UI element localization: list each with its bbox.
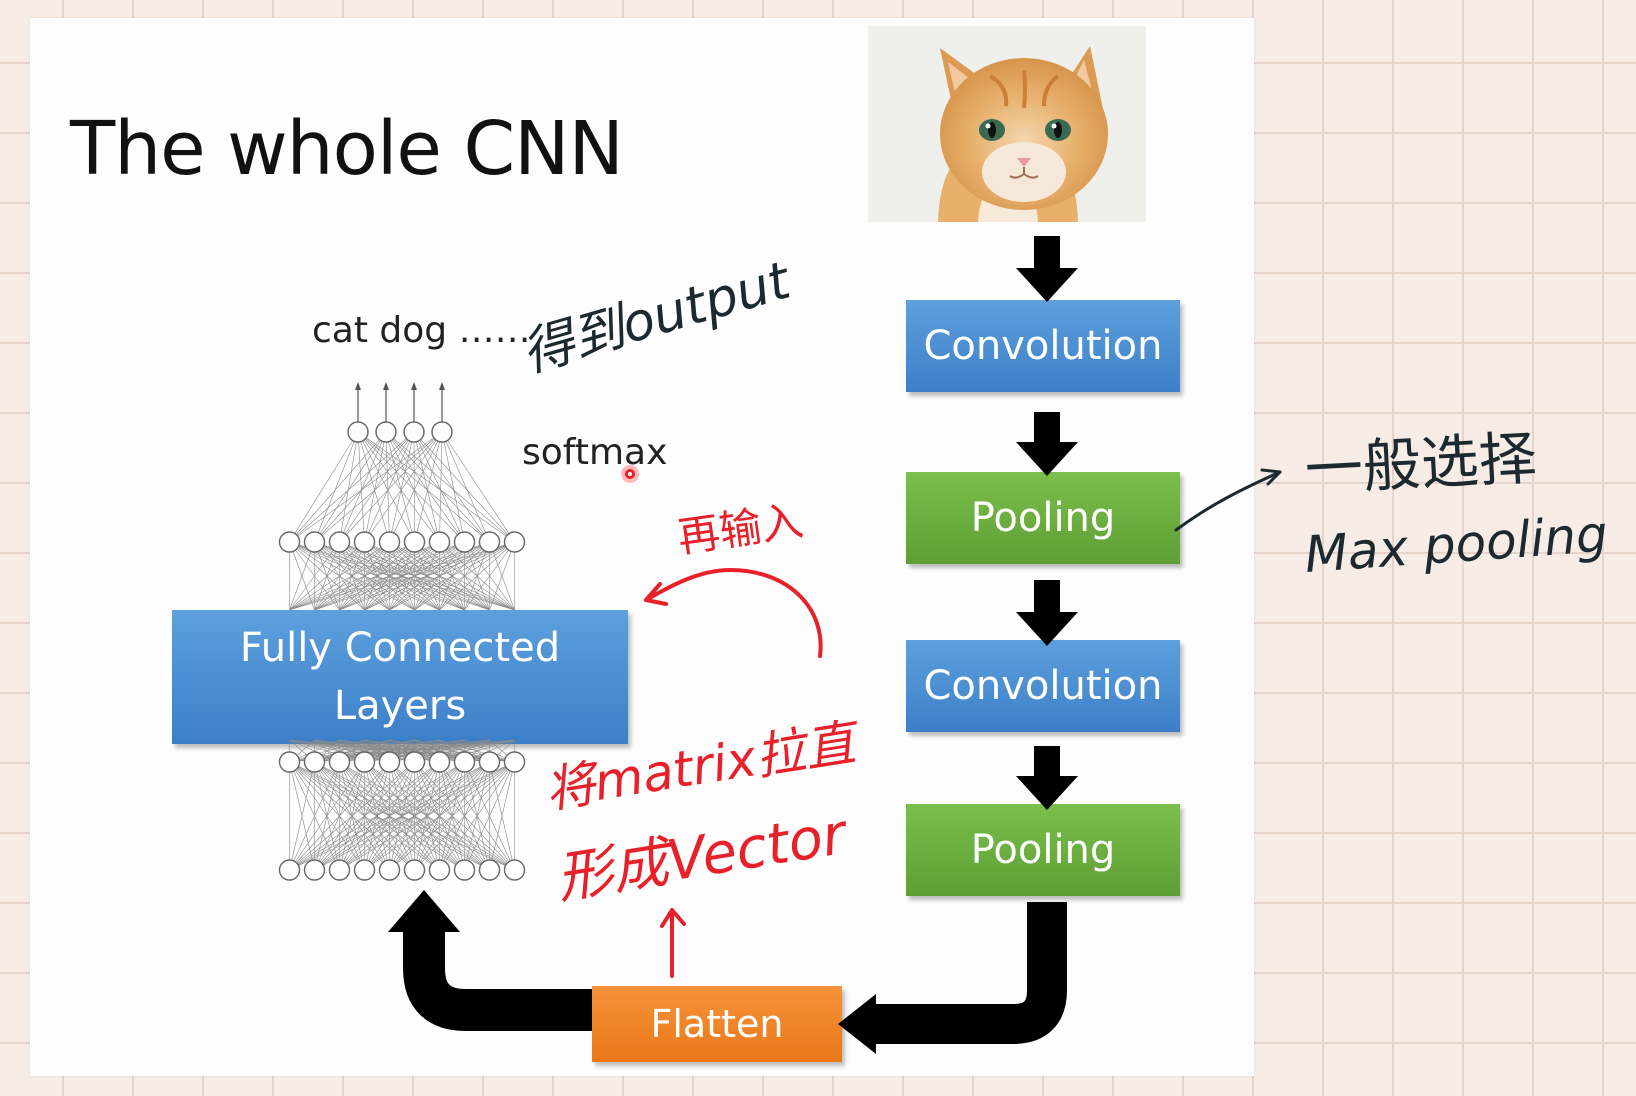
neuron-node — [328, 859, 351, 881]
cat-image — [868, 26, 1146, 222]
neuron-node — [328, 531, 351, 553]
note-flatten-line1: 将matrix拉直 — [541, 713, 865, 820]
dark-pooling-arrow — [1174, 468, 1282, 532]
neuron-node — [403, 751, 426, 773]
down-arrow-4 — [1016, 746, 1078, 810]
neuron-node — [347, 421, 369, 443]
neuron-node — [403, 859, 426, 881]
neuron-node — [478, 859, 501, 881]
slide-title: The whole CNN — [70, 106, 624, 192]
note-input: 再输入 — [675, 496, 807, 562]
neuron-node — [278, 859, 301, 881]
softmax-label: softmax — [522, 432, 668, 473]
neuron-node — [375, 421, 397, 443]
neuron-node — [303, 859, 326, 881]
convolution-box-1: Convolution — [906, 300, 1180, 392]
slide: The whole CNN cat dog …… softmax — [30, 18, 1254, 1076]
red-up-arrow — [660, 908, 686, 978]
neuron-node — [353, 859, 376, 881]
note-pooling-line2: Max pooling — [1303, 505, 1610, 584]
neuron-node — [503, 859, 526, 881]
note-output: 得到output — [515, 250, 798, 384]
output-labels: cat dog …… — [312, 310, 531, 351]
down-arrow-3 — [1016, 580, 1078, 646]
fc-label-line2: Layers — [333, 683, 467, 729]
flatten-box: Flatten — [592, 986, 842, 1062]
neuron-node — [278, 751, 301, 773]
neuron-node — [328, 751, 351, 773]
neuron-node — [478, 531, 501, 553]
neuron-node — [378, 531, 401, 553]
pooling-box-2: Pooling — [906, 804, 1180, 896]
neuron-node — [453, 859, 476, 881]
neuron-node — [353, 751, 376, 773]
neuron-node — [428, 859, 451, 881]
neuron-node — [431, 421, 453, 443]
neuron-node — [278, 531, 301, 553]
neuron-node — [478, 751, 501, 773]
neuron-node — [378, 751, 401, 773]
neuron-node — [403, 531, 426, 553]
flatten-to-fc-arrow — [388, 890, 592, 1031]
neuron-node — [428, 531, 451, 553]
neural-network-graphic — [278, 382, 526, 881]
red-curved-arrow — [644, 567, 823, 658]
pooling-box-1: Pooling — [906, 472, 1180, 564]
note-pooling-line1: 一般选择 — [1303, 424, 1538, 504]
pipeline-arrows — [1016, 236, 1078, 810]
convolution-box-2: Convolution — [906, 640, 1180, 732]
neuron-node — [378, 859, 401, 881]
neuron-node — [453, 751, 476, 773]
neuron-node — [303, 751, 326, 773]
pooling-to-flatten-arrow — [838, 902, 1067, 1054]
neuron-node — [353, 531, 376, 553]
neuron-node — [503, 751, 526, 773]
down-arrow-1 — [1016, 236, 1078, 302]
neuron-node — [403, 421, 425, 443]
fully-connected-box: Fully Connected Layers — [172, 610, 628, 744]
neuron-node — [503, 531, 526, 553]
neuron-node — [453, 531, 476, 553]
neuron-node — [303, 531, 326, 553]
note-flatten-line2: 形成Vector — [552, 802, 853, 912]
fc-label-line1: Fully Connected — [239, 625, 561, 671]
laser-pointer-dot — [621, 465, 639, 483]
neuron-node — [428, 751, 451, 773]
down-arrow-2 — [1016, 412, 1078, 476]
